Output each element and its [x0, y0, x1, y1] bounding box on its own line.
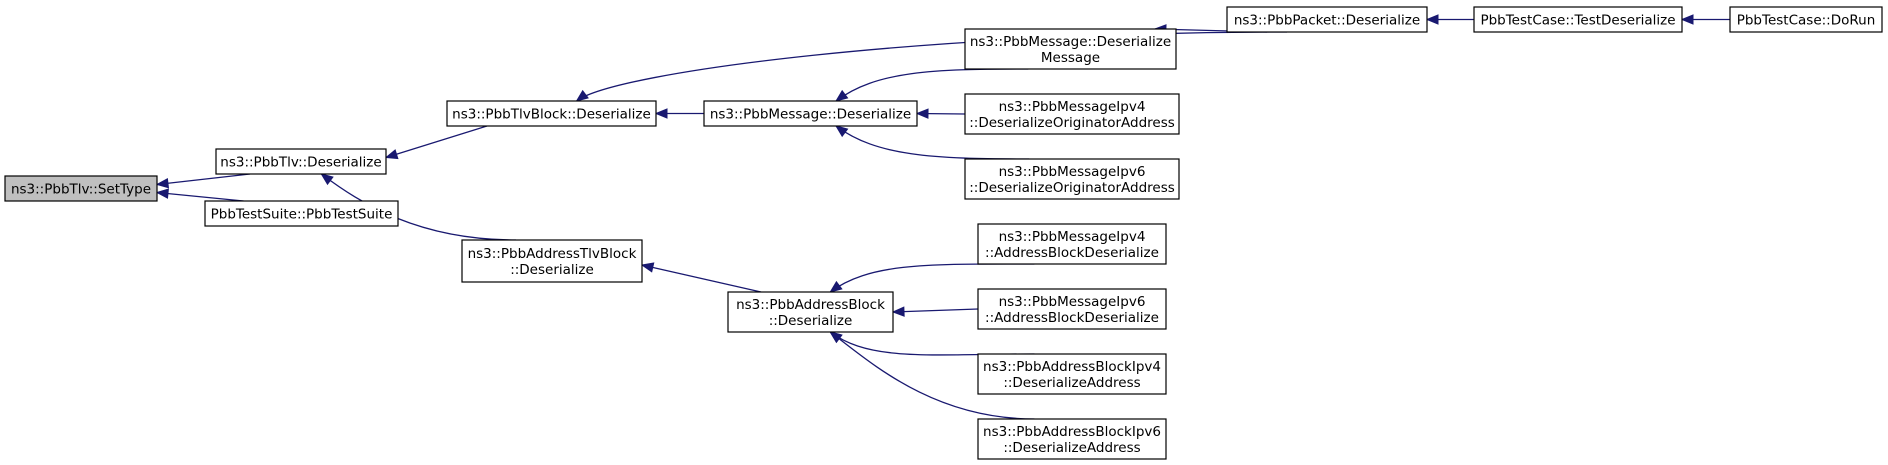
node-msg_deser[interactable]: ns3::PbbMessage::Deserialize — [703, 100, 918, 127]
graph-nodes: ns3::PbbTlv::SetType ns3::PbbTlv::Deseria… — [4, 6, 1883, 460]
node-settype[interactable]: ns3::PbbTlv::SetType — [4, 175, 158, 202]
node-testcase_testdeser[interactable]: PbbTestCase::TestDeserialize — [1473, 6, 1683, 33]
node-label: ::DeserializeAddress — [1003, 440, 1140, 456]
edge-msgipv4_abd-to-addrblock_deser — [829, 263, 1035, 293]
edge-abipv4_da-to-addrblock_deser — [829, 331, 1035, 356]
arrowhead — [829, 280, 843, 293]
node-label: ns3::PbbPacket::Deserialize — [1234, 13, 1420, 29]
edge-abipv6_da-to-addrblock_deser — [829, 331, 1035, 420]
arrowhead — [654, 108, 668, 119]
node-abipv6_da[interactable]: ns3::PbbAddressBlockIpv6::DeserializeAdd… — [977, 418, 1167, 460]
edge-msgipv6_abd-to-addrblock_deser — [892, 308, 979, 313]
node-tlvblock_deser[interactable]: ns3::PbbTlvBlock::Deserialize — [446, 100, 657, 127]
arrowhead — [640, 262, 655, 273]
edge-tlv_deser-to-settype — [156, 173, 251, 186]
node-label: ns3::PbbTlv::Deserialize — [220, 155, 381, 171]
node-label: PbbTestSuite::PbbTestSuite — [211, 207, 393, 223]
node-label: PbbTestCase::DoRun — [1737, 13, 1876, 29]
node-box — [977, 353, 1167, 395]
node-box — [1729, 6, 1883, 33]
node-addrtlvblock_deser[interactable]: ns3::PbbAddressTlvBlock::Deserialize — [461, 239, 643, 283]
arrowhead — [915, 108, 929, 119]
node-label: ::AddressBlockDeserialize — [985, 310, 1159, 326]
node-label: ns3::PbbMessage::Deserialize — [970, 34, 1171, 50]
edge-testsuite-to-settype — [156, 191, 244, 202]
node-packet_deser[interactable]: ns3::PbbPacket::Deserialize — [1226, 6, 1428, 33]
node-box — [1226, 6, 1428, 33]
node-tlv_deser[interactable]: ns3::PbbTlv::Deserialize — [215, 148, 387, 175]
node-box — [977, 223, 1167, 265]
node-box — [461, 239, 643, 283]
arrowhead — [575, 89, 589, 102]
arrowhead — [384, 149, 399, 160]
node-box — [964, 93, 1180, 135]
arrowhead — [835, 89, 849, 102]
edge-tlvblock_deser-to-tlv_deser — [385, 125, 488, 159]
node-box — [977, 418, 1167, 460]
node-box — [964, 158, 1180, 200]
arrowhead — [155, 177, 170, 189]
node-label: ns3::PbbAddressBlock — [736, 297, 885, 313]
node-msgipv4_abd[interactable]: ns3::PbbMessageIpv4::AddressBlockDeseria… — [977, 223, 1167, 265]
arrowhead — [320, 173, 334, 186]
node-box — [446, 100, 657, 127]
node-box — [4, 175, 158, 202]
node-label: PbbTestCase::TestDeserialize — [1480, 13, 1675, 29]
edge-addrblock_deser-to-addrtlvblock_deser — [641, 264, 762, 293]
node-label: ns3::PbbMessageIpv4 — [999, 229, 1146, 245]
node-box — [1473, 6, 1683, 33]
node-label: ns3::PbbMessageIpv6 — [999, 164, 1146, 180]
node-box — [977, 288, 1167, 330]
node-box — [703, 100, 918, 127]
node-label: ns3::PbbMessageIpv6 — [999, 294, 1146, 310]
node-abipv4_da[interactable]: ns3::PbbAddressBlockIpv4::DeserializeAdd… — [977, 353, 1167, 395]
node-label: ns3::PbbMessageIpv4 — [999, 99, 1146, 115]
arrowhead — [835, 125, 849, 138]
arrowhead — [891, 306, 905, 317]
node-box — [215, 148, 387, 175]
node-label: ::DeserializeAddress — [1003, 375, 1140, 391]
node-label: ns3::PbbTlv::SetType — [11, 182, 151, 198]
node-label: ns3::PbbAddressBlockIpv4 — [983, 359, 1161, 375]
node-label: ::DeserializeOriginatorAddress — [969, 115, 1175, 131]
node-label: ::Deserialize — [510, 262, 594, 278]
node-box — [727, 291, 894, 333]
node-label: ns3::PbbTlvBlock::Deserialize — [452, 107, 651, 123]
node-label: Message — [1041, 50, 1100, 66]
arrowhead — [1680, 14, 1694, 25]
node-msgipv6_abd[interactable]: ns3::PbbMessageIpv6::AddressBlockDeseria… — [977, 288, 1167, 330]
node-testcase_dorun[interactable]: PbbTestCase::DoRun — [1729, 6, 1883, 33]
node-addrblock_deser[interactable]: ns3::PbbAddressBlock::Deserialize — [727, 291, 894, 333]
arrowhead — [155, 188, 169, 199]
node-label: ns3::PbbMessage::Deserialize — [710, 107, 911, 123]
arrowhead — [829, 331, 843, 344]
node-msgipv4_orig[interactable]: ns3::PbbMessageIpv4::DeserializeOriginat… — [964, 93, 1180, 135]
node-label: ns3::PbbAddressTlvBlock — [468, 246, 637, 262]
node-label: ::DeserializeOriginatorAddress — [969, 180, 1175, 196]
edge-packet_deser-to-tlvblock_deser — [576, 31, 1288, 102]
arrowhead — [1425, 14, 1439, 25]
node-label: ::Deserialize — [769, 313, 853, 329]
node-msgipv6_orig[interactable]: ns3::PbbMessageIpv6::DeserializeOriginat… — [964, 158, 1180, 200]
node-label: ::AddressBlockDeserialize — [985, 245, 1159, 261]
node-label: ns3::PbbAddressBlockIpv6 — [983, 424, 1161, 440]
node-testsuite[interactable]: PbbTestSuite::PbbTestSuite — [204, 200, 399, 227]
node-box — [964, 28, 1177, 70]
node-box — [204, 200, 399, 227]
